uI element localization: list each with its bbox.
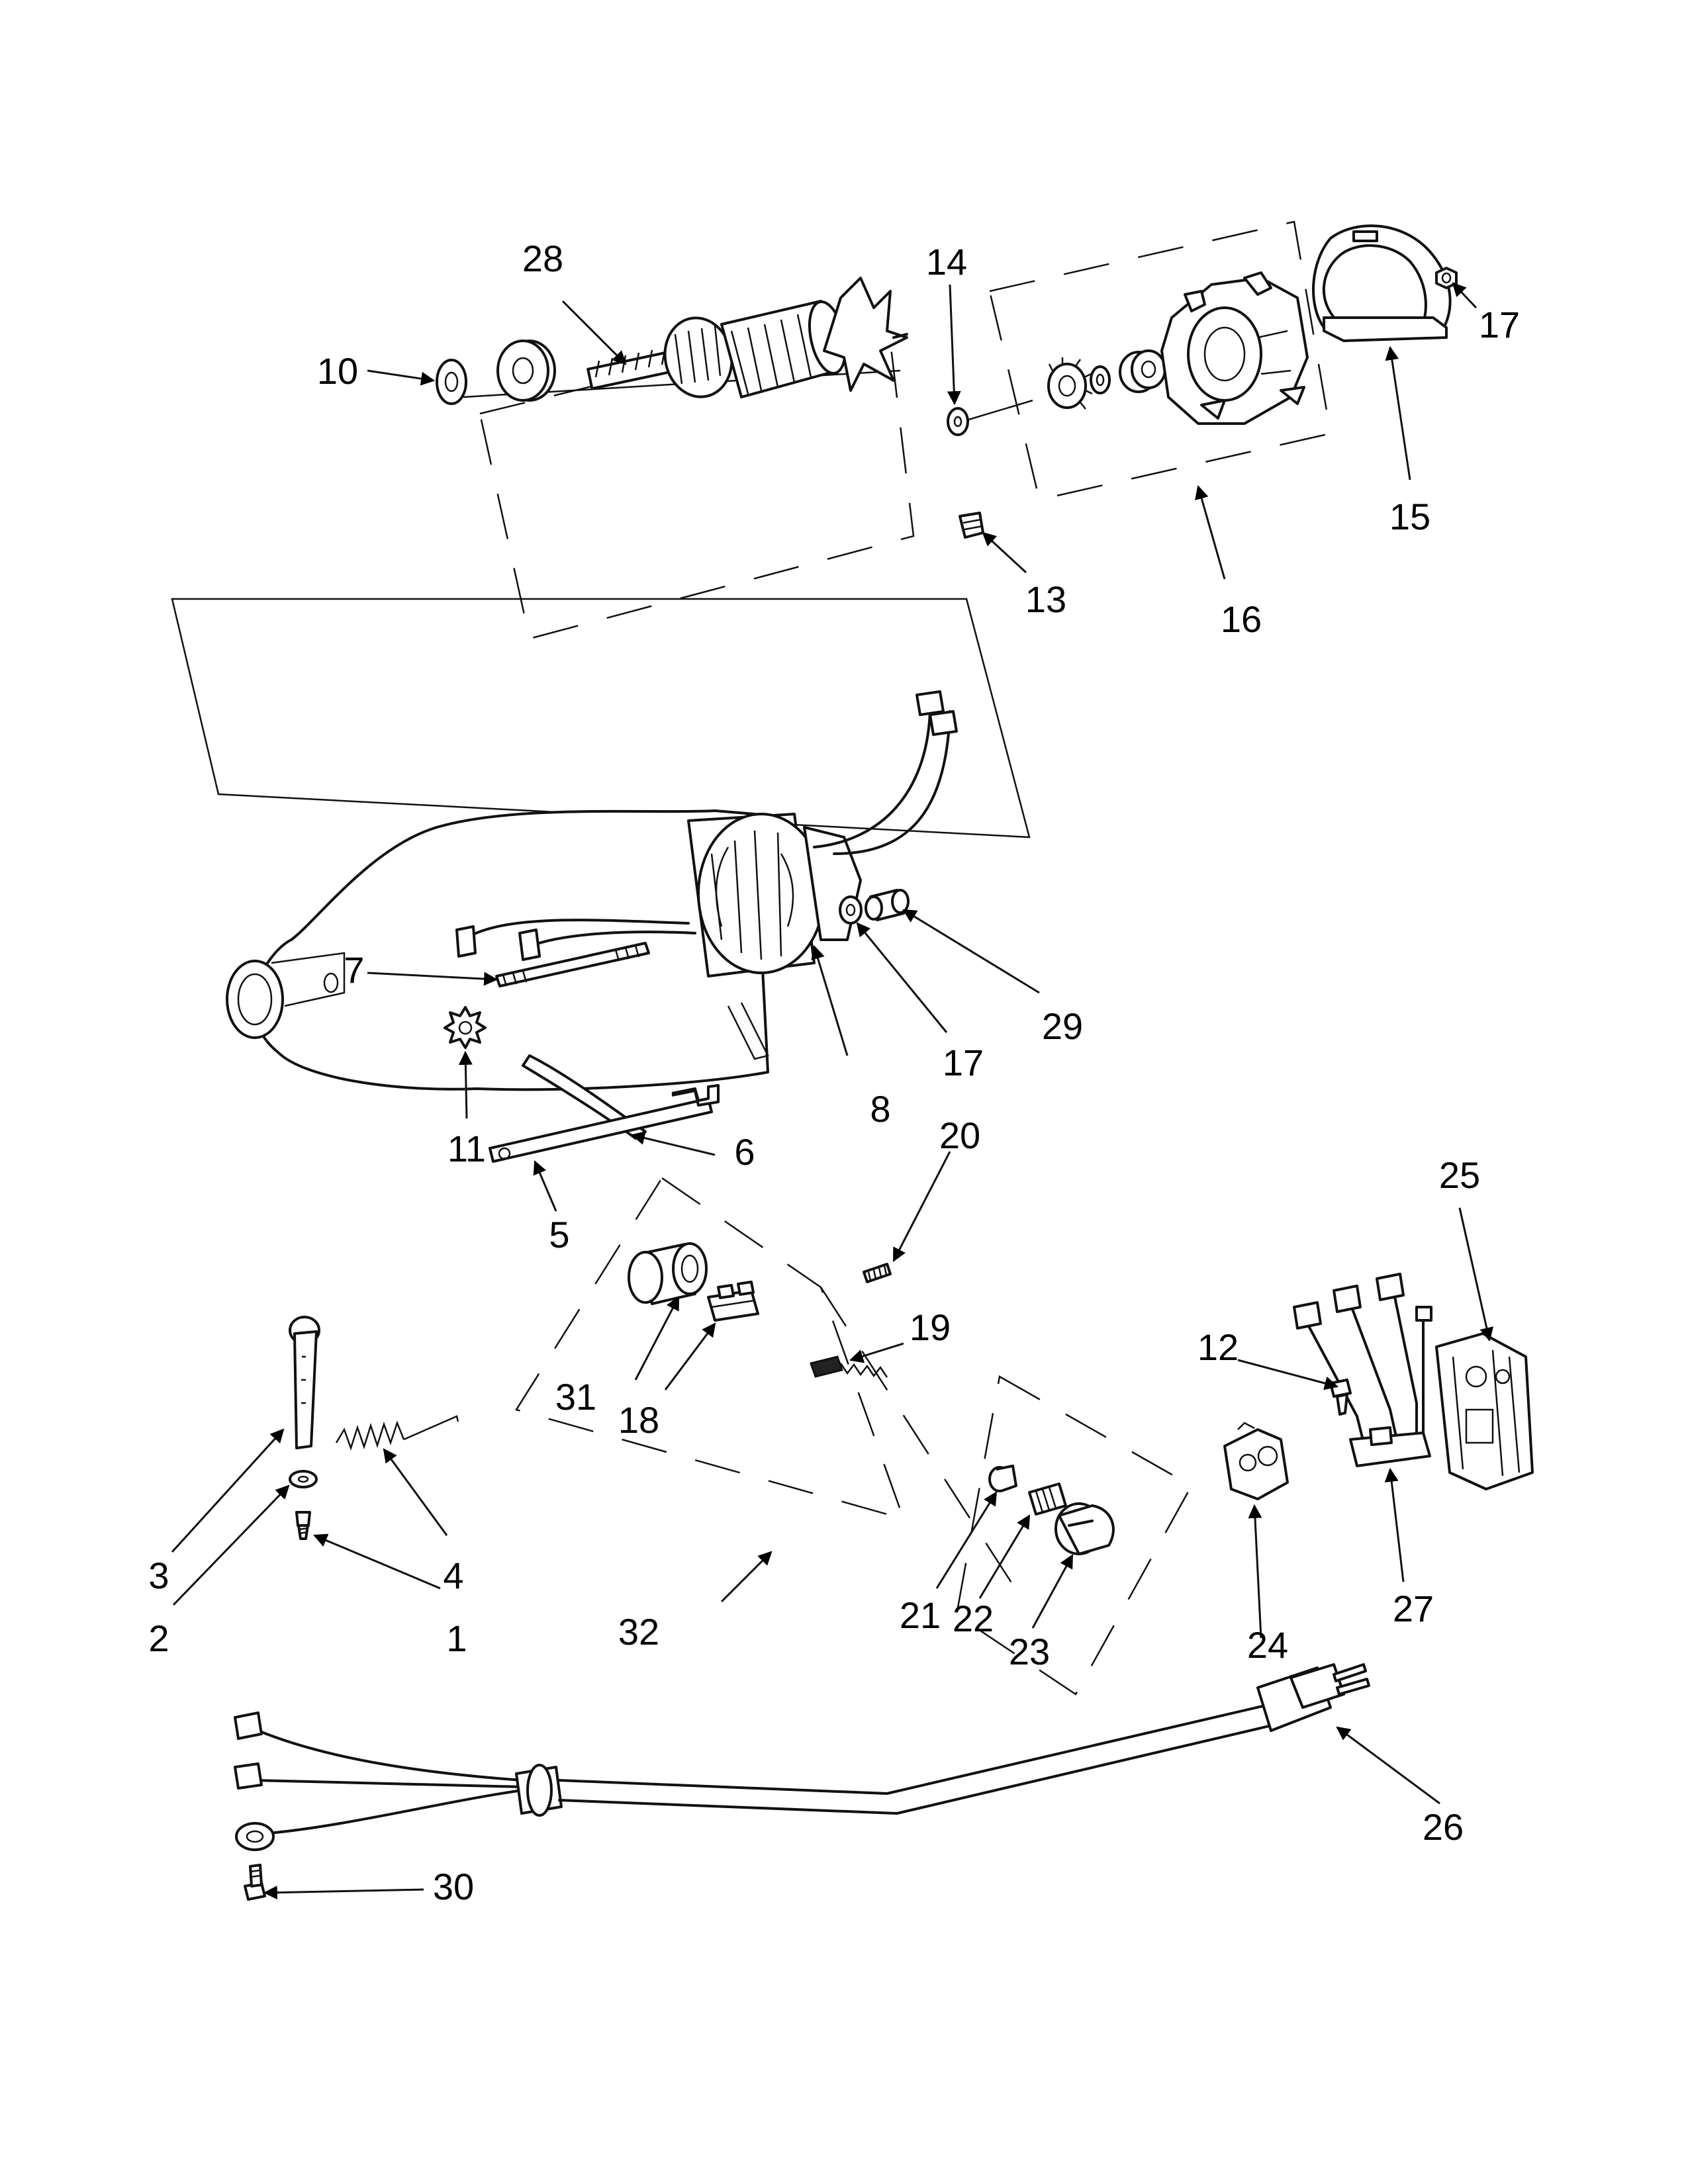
- leader-lines: [171, 282, 1494, 1900]
- brush-holder: [707, 1281, 759, 1322]
- callout-11: 11: [447, 1128, 486, 1169]
- callout-12: 12: [1197, 1326, 1239, 1368]
- speed-control-lever: [289, 1316, 320, 1449]
- power-cord: [234, 1663, 1370, 1851]
- motor-housing: [226, 690, 958, 1091]
- lever-spring: [335, 1415, 459, 1451]
- callout-14: 14: [926, 241, 967, 283]
- callout-7: 7: [344, 949, 364, 991]
- callout-16: 16: [1221, 598, 1262, 640]
- armature-assembly: [463, 277, 908, 398]
- bearing-washer: [436, 359, 467, 405]
- brush-holder-cap: [628, 1242, 708, 1305]
- threaded-rod: [495, 942, 650, 987]
- ball-bearing: [496, 340, 556, 402]
- shaft-axis-line: [966, 399, 1033, 422]
- callout-32: 32: [618, 1611, 659, 1653]
- callout-22: 22: [953, 1598, 994, 1639]
- callout-17-mid: 17: [943, 1042, 984, 1083]
- lever-washer: [289, 1470, 318, 1488]
- callout-8: 8: [870, 1088, 890, 1130]
- callout-27: 27: [1393, 1588, 1434, 1629]
- callout-10: 10: [317, 350, 358, 392]
- callout-17-top: 17: [1479, 304, 1520, 345]
- callout-23: 23: [1009, 1631, 1050, 1672]
- callout-13: 13: [1025, 578, 1066, 620]
- callout-30: 30: [433, 1866, 474, 1907]
- callout-28: 28: [522, 238, 563, 279]
- thrust-washer: [947, 407, 969, 436]
- callout-5: 5: [549, 1214, 569, 1255]
- phase-control-harness: [1293, 1273, 1432, 1467]
- terminal-block: [1223, 1422, 1289, 1500]
- end-bell-assembly: [1047, 271, 1309, 425]
- callout-6: 6: [734, 1131, 755, 1173]
- motor-mount-bracket: [1312, 224, 1452, 342]
- speed-control-board: [1435, 1332, 1534, 1490]
- callout-18: 18: [618, 1399, 659, 1441]
- callout-4: 4: [443, 1555, 463, 1596]
- brush-cap-parts: [988, 1465, 1115, 1555]
- callout-25: 25: [1439, 1154, 1480, 1196]
- callout-3: 3: [148, 1555, 169, 1596]
- callout-19: 19: [910, 1306, 951, 1348]
- callout-29: 29: [1042, 1005, 1083, 1047]
- callout-15: 15: [1389, 496, 1430, 537]
- callout-20: 20: [939, 1115, 980, 1156]
- motor-alignment-frame: [171, 598, 1031, 839]
- callout-26: 26: [1423, 1806, 1464, 1848]
- switch-plate: [489, 1084, 720, 1163]
- brush-spring: [863, 1263, 892, 1283]
- lever-screw: [295, 1511, 311, 1540]
- brush-screw: [959, 512, 984, 539]
- callout-labels: 28 14 17 10 13 16 15 7 8 17 29 6 11 5 20…: [148, 238, 1520, 1907]
- callout-31: 31: [555, 1376, 596, 1418]
- callout-1: 1: [446, 1617, 467, 1659]
- ground-screw: [244, 1864, 266, 1901]
- carbon-brush: [810, 1355, 888, 1378]
- callout-21: 21: [900, 1594, 941, 1636]
- dashed-group-outlines: [479, 220, 1332, 1696]
- field-washer-and-bushing: [839, 889, 910, 925]
- callout-24: 24: [1247, 1624, 1288, 1666]
- callout-2: 2: [148, 1617, 169, 1659]
- star-lock-washer: [444, 1006, 487, 1049]
